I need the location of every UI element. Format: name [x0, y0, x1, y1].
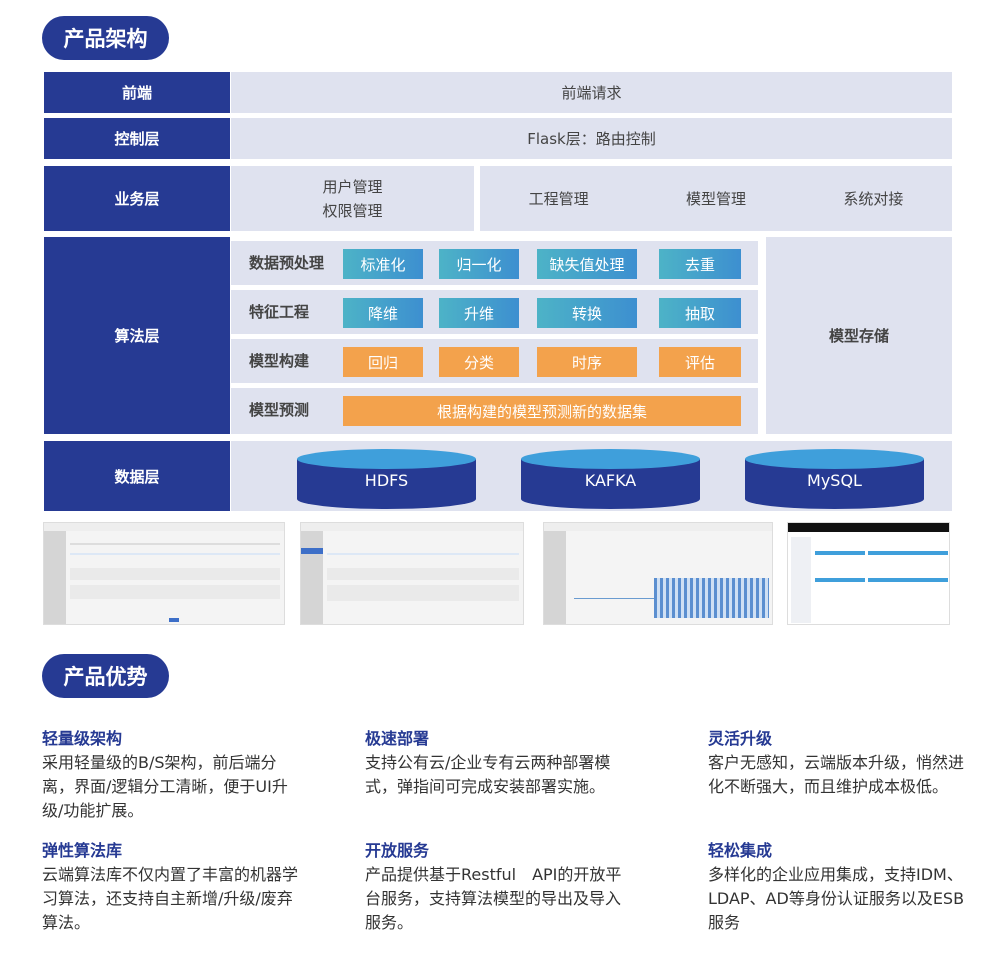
algo-item: 时序 — [537, 347, 637, 377]
advantage-item: 弹性算法库云端算法库不仅内置了丰富的机器学习算法，还支持自主新增/升级/废弃算法… — [42, 837, 302, 935]
advantage-title: 轻松集成 — [708, 841, 773, 860]
frontend-content: 前端请求 — [231, 72, 952, 113]
advantage-item: 开放服务产品提供基于Restful API的开放平台服务，支持算法模型的导出及导… — [365, 837, 625, 935]
algo-item: 归一化 — [439, 249, 519, 279]
advantage-text: 产品提供基于Restful API的开放平台服务，支持算法模型的导出及导入服务。 — [365, 865, 622, 932]
advantage-item: 轻松集成多样化的企业应用集成，支持IDM、LDAP、AD等身份认证服务以及ESB… — [708, 837, 968, 935]
row-name: 数据预处理 — [249, 254, 325, 272]
algo-row-predict: 模型预测 根据构建的模型预测新的数据集 — [231, 388, 758, 434]
model-storage: 模型存储 — [766, 237, 952, 434]
algo-item: 标准化 — [343, 249, 423, 279]
advantage-title: 极速部署 — [365, 729, 430, 748]
business-item: 系统对接 — [843, 190, 904, 208]
row-name: 模型预测 — [249, 401, 310, 419]
business-item: 用户管理 — [322, 177, 383, 196]
section-title-architecture: 产品架构 — [42, 16, 169, 60]
database-cylinder-hdfs: HDFS — [297, 449, 476, 509]
advantage-title: 轻量级架构 — [42, 729, 123, 748]
algo-item: 缺失值处理 — [537, 249, 637, 279]
business-item: 工程管理 — [528, 190, 589, 208]
advantage-title: 灵活升级 — [708, 729, 773, 748]
advantage-item: 极速部署支持公有云/企业专有云两种部署模式，弹指间可完成安装部署实施。 — [365, 725, 625, 799]
screenshot-thumbnail-3 — [543, 522, 773, 625]
screenshot-thumbnail-4 — [787, 522, 950, 625]
layer-label-algorithm: 算法层 — [44, 237, 230, 434]
algo-item: 根据构建的模型预测新的数据集 — [343, 396, 741, 426]
screenshot-thumbnail-1 — [43, 522, 285, 625]
database-cylinder-mysql: MySQL — [745, 449, 924, 509]
row-name: 特征工程 — [249, 303, 310, 321]
algo-item: 升维 — [439, 298, 519, 328]
business-item: 权限管理 — [322, 201, 383, 220]
advantage-title: 开放服务 — [365, 841, 430, 860]
business-user-box: 用户管理 权限管理 — [231, 166, 474, 231]
algo-row-feature: 特征工程 降维 升维 转换 抽取 — [231, 290, 758, 334]
business-mgmt-box: 工程管理 模型管理 系统对接 — [480, 166, 952, 231]
layer-label-business: 业务层 — [44, 166, 230, 231]
layer-label-frontend: 前端 — [44, 72, 230, 113]
advantage-item: 轻量级架构采用轻量级的B/S架构，前后端分离，界面/逻辑分工清晰，便于UI升级/… — [42, 725, 302, 823]
business-item: 模型管理 — [685, 190, 746, 208]
advantage-text: 采用轻量级的B/S架构，前后端分离，界面/逻辑分工清晰，便于UI升级/功能扩展。 — [42, 753, 288, 820]
section-title-advantages: 产品优势 — [42, 654, 169, 698]
layer-label-control: 控制层 — [44, 118, 230, 159]
screenshot-thumbnail-2 — [300, 522, 524, 625]
advantage-title: 弹性算法库 — [42, 841, 123, 860]
algo-item: 降维 — [343, 298, 423, 328]
control-content: Flask层：路由控制 — [231, 118, 952, 159]
algo-item: 评估 — [659, 347, 741, 377]
algo-item: 回归 — [343, 347, 423, 377]
algo-row-build: 模型构建 回归 分类 时序 评估 — [231, 339, 758, 383]
algo-item: 分类 — [439, 347, 519, 377]
algo-row-preprocess: 数据预处理 标准化 归一化 缺失值处理 去重 — [231, 241, 758, 285]
algo-item: 转换 — [537, 298, 637, 328]
advantage-text: 客户无感知，云端版本升级，悄然进化不断强大，而且维护成本极低。 — [708, 753, 965, 796]
row-name: 模型构建 — [249, 352, 310, 370]
advantage-text: 云端算法库不仅内置了丰富的机器学习算法，还支持自主新增/升级/废弃算法。 — [42, 865, 299, 932]
layer-label-data: 数据层 — [44, 441, 230, 511]
store-name: KAFKA — [584, 471, 637, 490]
advantage-text: 多样化的企业应用集成，支持IDM、LDAP、AD等身份认证服务以及ESB服务 — [708, 865, 965, 932]
advantage-item: 灵活升级客户无感知，云端版本升级，悄然进化不断强大，而且维护成本极低。 — [708, 725, 968, 799]
algo-item: 抽取 — [659, 298, 741, 328]
algo-item: 去重 — [659, 249, 741, 279]
database-cylinder-kafka: KAFKA — [521, 449, 700, 509]
store-name: MySQL — [807, 471, 862, 490]
store-name: HDFS — [364, 471, 409, 490]
advantage-text: 支持公有云/企业专有云两种部署模式，弹指间可完成安装部署实施。 — [365, 753, 611, 796]
